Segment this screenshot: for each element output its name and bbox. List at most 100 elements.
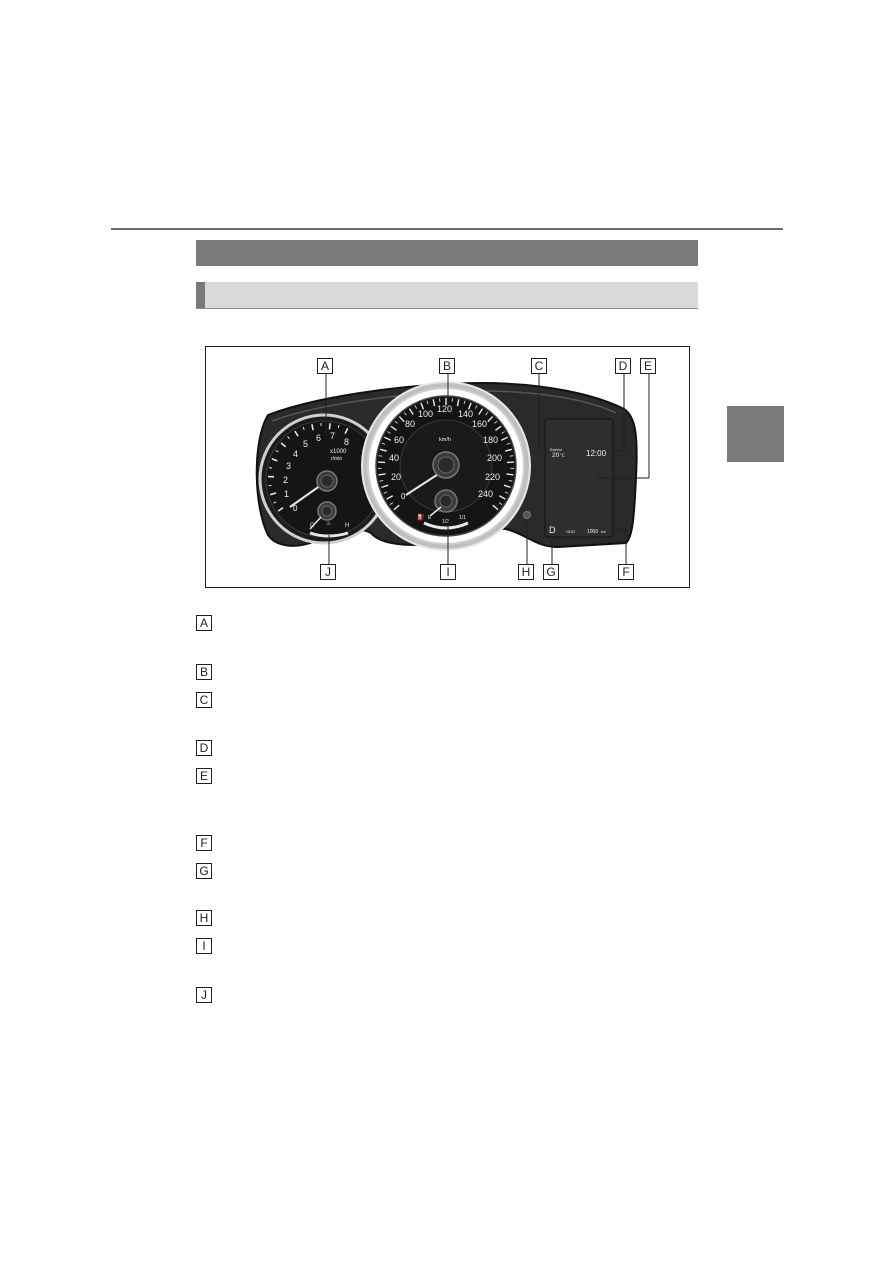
speed-tick-mark bbox=[420, 402, 425, 410]
instrument-cluster-illustration: x1000 r/min 0 1 2 3 4 5 6 7 8 C H ♨ bbox=[255, 373, 650, 564]
speed-tick-mark bbox=[393, 504, 400, 511]
tach-tick-mark bbox=[273, 501, 277, 504]
speed-tick-mark bbox=[500, 436, 508, 441]
tach-tick-5: 5 bbox=[303, 439, 308, 449]
speed-tick-mark bbox=[414, 405, 418, 409]
section-header-bar bbox=[196, 240, 698, 266]
speed-tick-220: 220 bbox=[485, 472, 500, 482]
outside-temp-unit: °C bbox=[560, 453, 565, 458]
speed-tick-mark bbox=[478, 408, 484, 415]
speed-tick-mark bbox=[506, 473, 514, 476]
speedometer: km/h 0 20 40 60 80 100 120 140 160 180 2… bbox=[361, 381, 531, 551]
speed-tick-mark bbox=[398, 416, 405, 423]
tach-unit-line2: r/min bbox=[331, 456, 342, 462]
callout-g: G bbox=[543, 564, 559, 580]
speed-tick-mark bbox=[487, 416, 494, 423]
speed-tick-mark bbox=[492, 504, 499, 511]
tach-zero-label: 0 bbox=[293, 504, 298, 513]
speed-tick-180: 180 bbox=[483, 435, 498, 445]
speed-tick-mark bbox=[495, 425, 502, 431]
subsection-header-bar bbox=[196, 282, 698, 309]
speed-tick-mark bbox=[485, 412, 489, 416]
top-rule bbox=[111, 228, 783, 230]
speed-tick-80: 80 bbox=[405, 419, 415, 429]
chapter-tab bbox=[727, 406, 784, 462]
tach-tick-mark bbox=[275, 450, 279, 453]
speed-tick-mark bbox=[498, 495, 506, 500]
tach-tick-mark bbox=[287, 436, 290, 440]
speed-tick-mark bbox=[498, 502, 503, 505]
tach-tick-mark bbox=[270, 492, 277, 496]
tach-tick-mark bbox=[328, 423, 331, 430]
speed-tick-mark bbox=[432, 399, 436, 407]
tach-tick-6: 6 bbox=[316, 433, 321, 443]
speed-tick-mark bbox=[378, 455, 383, 457]
speed-tick-mark bbox=[408, 408, 414, 415]
speed-tick-40: 40 bbox=[389, 453, 399, 463]
legend-item-j: J bbox=[196, 987, 212, 1003]
speed-tick-mark bbox=[504, 491, 509, 494]
tach-tick-mark bbox=[294, 430, 299, 437]
tach-tick-mark bbox=[280, 442, 287, 448]
speed-tick-20: 20 bbox=[391, 472, 401, 482]
speed-tick-mark bbox=[384, 436, 392, 441]
speed-tick-100: 100 bbox=[418, 409, 433, 419]
speed-tick-mark bbox=[506, 442, 511, 445]
tach-tick-4: 4 bbox=[293, 449, 298, 459]
subsection-accent bbox=[196, 282, 205, 308]
tach-unit-line1: x1000 bbox=[330, 449, 347, 455]
speed-tick-mark bbox=[383, 491, 388, 494]
speed-tick-mark bbox=[381, 442, 386, 445]
tach-tick-mark bbox=[269, 467, 273, 469]
speed-tick-mark bbox=[508, 480, 513, 482]
tach-tick-8: 8 bbox=[344, 437, 349, 447]
legend-item-a: A bbox=[196, 615, 212, 631]
fuel-pump-icon: ⛽ bbox=[417, 513, 425, 521]
speed-tick-mark bbox=[467, 402, 472, 410]
indicator-lamp bbox=[523, 511, 531, 519]
temp-hot-label: H bbox=[345, 523, 349, 529]
outside-temp-label: Exterior bbox=[550, 448, 563, 452]
callout-b: B bbox=[439, 358, 455, 374]
outside-temp-value: 20 bbox=[552, 452, 560, 459]
speed-unit-label: km/h bbox=[439, 437, 451, 443]
speed-tick-240: 240 bbox=[478, 489, 493, 499]
odometer-value: 1000 bbox=[587, 529, 598, 535]
callout-c: C bbox=[531, 358, 547, 374]
speed-tick-mark bbox=[426, 400, 429, 405]
legend-item-e: E bbox=[196, 768, 212, 784]
legend-item-d: D bbox=[196, 740, 212, 756]
tach-tick-mark bbox=[277, 507, 284, 512]
callout-i: I bbox=[440, 564, 456, 580]
speed-tick-200: 200 bbox=[487, 453, 502, 463]
clock-display: 12:00 bbox=[586, 449, 607, 458]
speed-tick-mark bbox=[387, 431, 391, 434]
speed-tick-mark bbox=[381, 484, 389, 489]
tach-tick-3: 3 bbox=[286, 461, 291, 471]
tach-tick-2: 2 bbox=[283, 475, 288, 485]
fuel-half-label: 1/2 bbox=[442, 519, 449, 525]
callout-leader-lines bbox=[325, 373, 650, 564]
speed-tick-mark bbox=[390, 425, 397, 431]
fuel-full-label: 1/1 bbox=[459, 515, 466, 521]
speed-tick-mark bbox=[503, 484, 511, 489]
speed-tick-mark bbox=[378, 473, 386, 476]
legend-item-f: F bbox=[196, 835, 212, 851]
callout-h: H bbox=[518, 564, 534, 580]
callout-f: F bbox=[618, 564, 634, 580]
odometer-unit: km bbox=[601, 530, 606, 534]
legend-item-b: B bbox=[196, 664, 212, 680]
callout-j: J bbox=[320, 564, 336, 580]
odo-label: ODO bbox=[566, 529, 575, 534]
speed-tick-mark bbox=[386, 495, 394, 500]
speed-tick-60: 60 bbox=[394, 435, 404, 445]
speed-tick-mark bbox=[379, 480, 384, 482]
tach-tick-mark bbox=[311, 424, 314, 431]
callout-e: E bbox=[640, 358, 656, 374]
tach-tick-7: 7 bbox=[330, 431, 335, 441]
legend-item-i: I bbox=[196, 938, 212, 954]
tach-tick-mark bbox=[344, 427, 349, 435]
tach-tick-mark bbox=[302, 426, 305, 430]
callout-a: A bbox=[317, 358, 333, 374]
instrument-cluster-figure: x1000 r/min 0 1 2 3 4 5 6 7 8 C H ♨ bbox=[205, 346, 690, 588]
